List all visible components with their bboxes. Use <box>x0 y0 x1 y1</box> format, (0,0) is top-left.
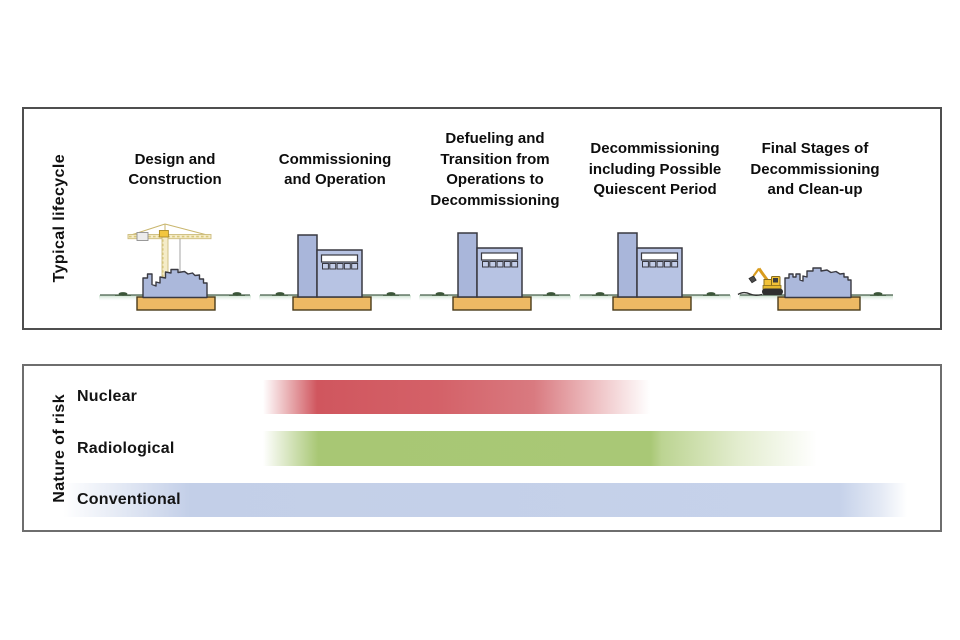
stage-title: Decommissioning including Possible Quies… <box>588 140 722 199</box>
base-platform <box>136 296 216 311</box>
bush-icon <box>870 292 886 296</box>
facility-buildings <box>457 232 523 298</box>
excavator-icon <box>748 267 783 295</box>
bush-icon <box>703 292 719 296</box>
window-row <box>482 261 519 268</box>
nuclear-risk-bar <box>263 380 650 414</box>
stage-commissioning-operation: Commissioning and Operation <box>255 109 415 328</box>
window-row <box>322 263 359 270</box>
partially-demolished-building <box>784 267 852 299</box>
conventional-risk-label: Conventional <box>77 491 181 508</box>
lifecycle-panel-label-text: Typical lifecycle <box>51 154 68 283</box>
window-row <box>642 261 679 268</box>
facility-buildings <box>297 234 363 298</box>
base-platform <box>777 296 861 311</box>
bush-icon <box>272 292 288 296</box>
bush-icon <box>432 292 448 296</box>
stage-title: Final Stages of Decommissioning and Clea… <box>750 140 880 199</box>
rubble-line <box>737 291 763 297</box>
operating-facility-illustration <box>579 232 731 311</box>
base-platform <box>452 296 532 311</box>
radiological-risk-bar <box>263 431 817 466</box>
stage-final-cleanup: Final Stages of Decommissioning and Clea… <box>735 109 895 328</box>
radiological-risk-label: Radiological <box>77 439 175 457</box>
partially-built-building <box>142 268 208 299</box>
construction-site-illustration <box>99 223 251 311</box>
bush-icon <box>543 292 559 296</box>
operating-facility-illustration <box>259 234 411 311</box>
operating-facility-illustration <box>419 232 571 311</box>
nuclear-risk-label: Nuclear <box>77 388 138 405</box>
base-platform <box>612 296 692 311</box>
demolition-illustration <box>737 267 893 311</box>
lifecycle-panel: Typical lifecycle Design and Constructio… <box>22 107 942 330</box>
crane-icon <box>127 223 212 286</box>
base-platform <box>292 296 372 311</box>
stage-title: Commissioning and Operation <box>278 150 392 189</box>
stage-defueling-transition: Defueling and Transition from Operations… <box>415 109 575 328</box>
stage-title: Defueling and Transition from Operations… <box>430 130 560 209</box>
bush-icon <box>115 292 131 296</box>
stage-decommissioning-quiescent: Decommissioning including Possible Quies… <box>575 109 735 328</box>
facility-buildings <box>617 232 683 298</box>
bush-icon <box>229 292 245 296</box>
bush-icon <box>592 292 608 296</box>
stage-title: Design and Construction <box>128 150 222 189</box>
conventional-risk-bar <box>63 483 907 517</box>
bush-icon <box>383 292 399 296</box>
lifecycle-panel-label: Typical lifecycle <box>38 109 82 328</box>
risk-panel: Nature of risk Nuclear Radiological Conv… <box>22 364 942 532</box>
stage-design-construction: Design and Construction <box>95 109 255 328</box>
